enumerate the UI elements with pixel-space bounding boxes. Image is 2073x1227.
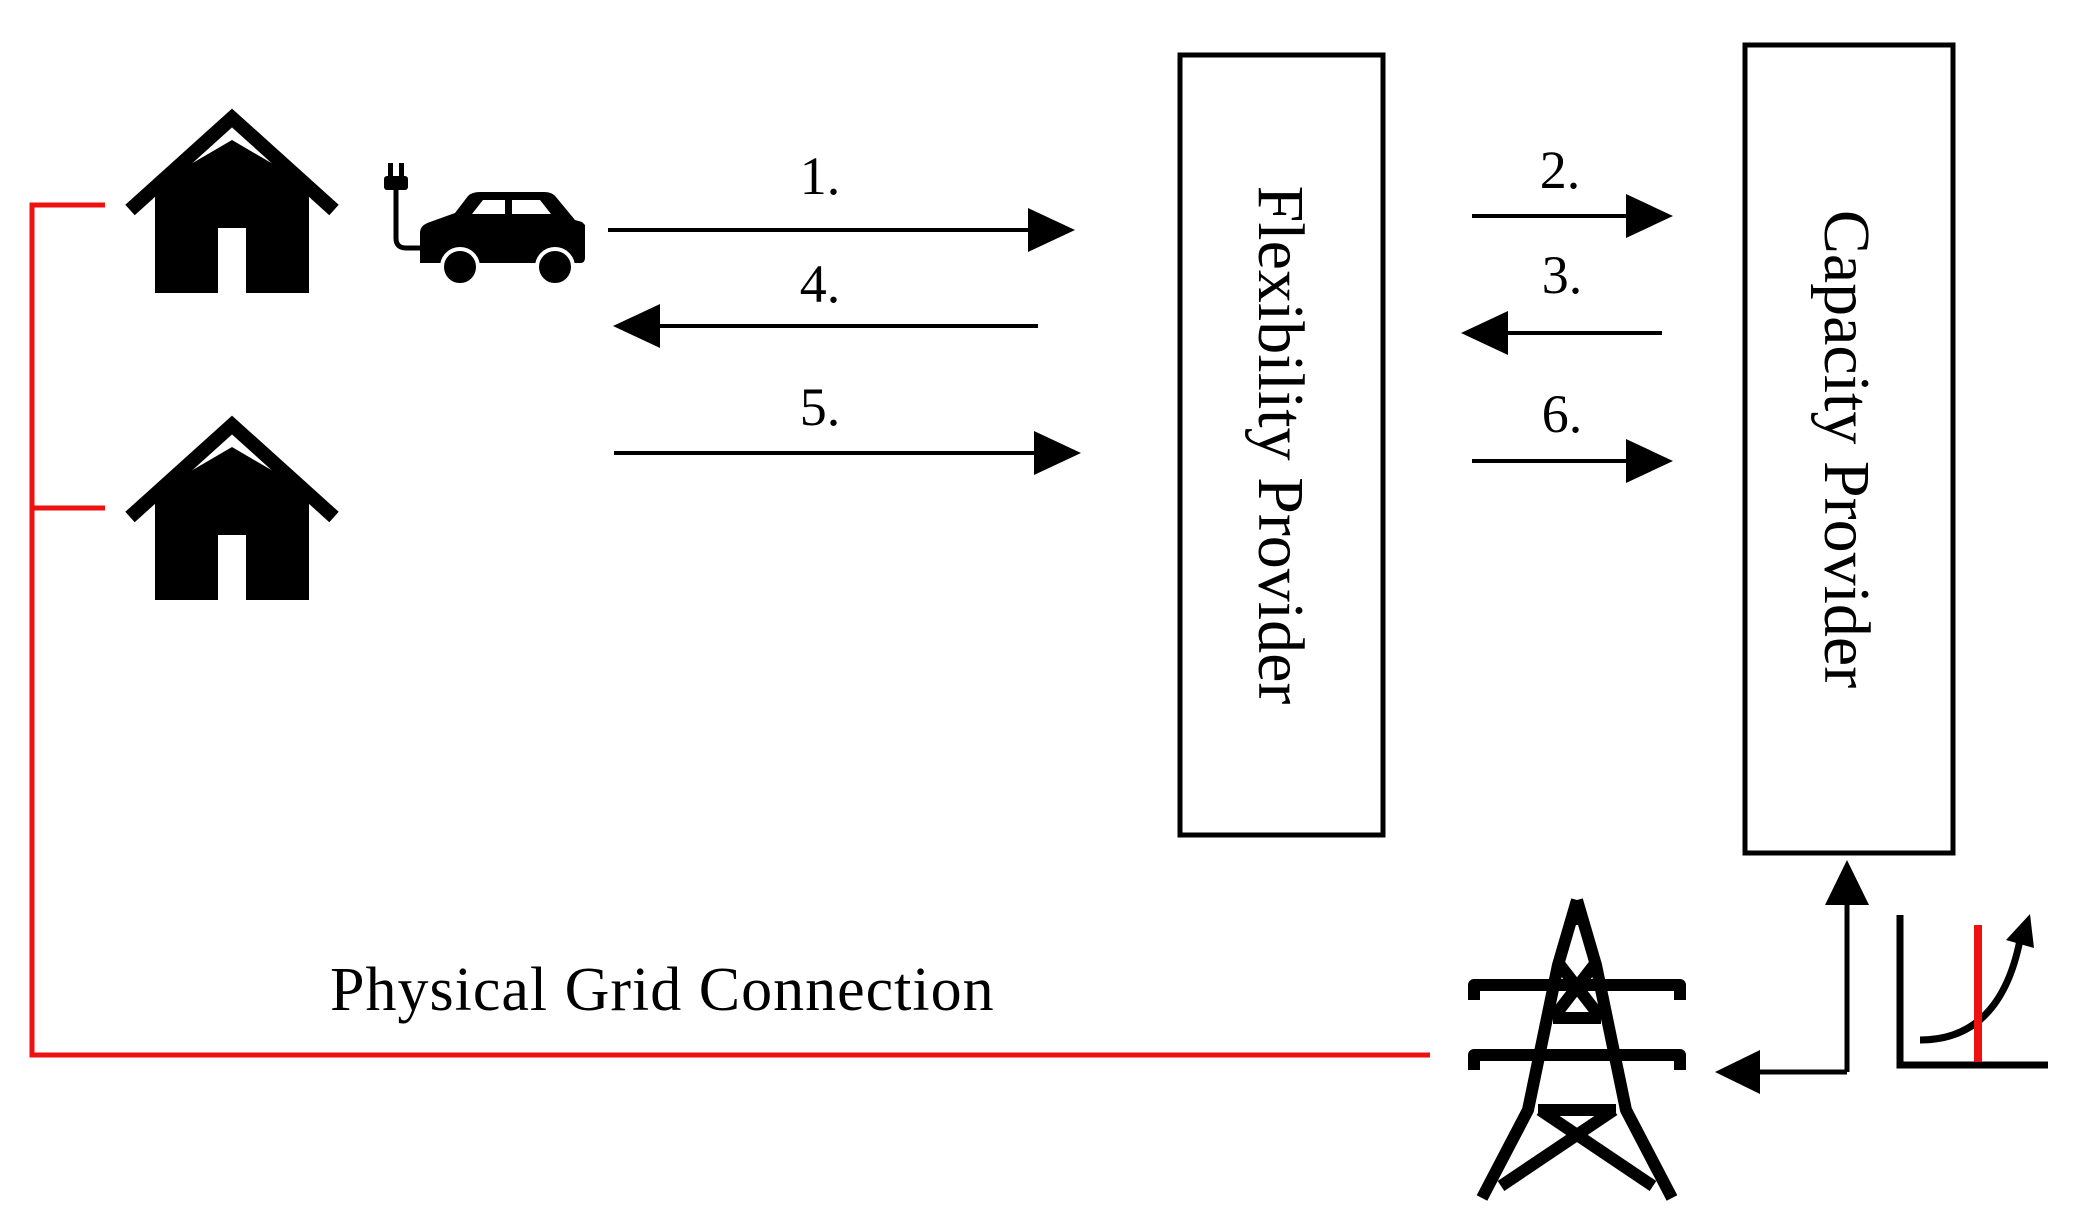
capacity-provider-box: Capacity Provider: [1742, 42, 1956, 856]
arrow-1: [608, 208, 1075, 252]
flexibility-provider-label: Flexibility Provider: [1244, 186, 1317, 705]
grid-connection-label: Physical Grid Connection: [330, 956, 995, 1024]
label-step-4: 4.: [800, 254, 841, 314]
transmission-tower-icon: [1468, 898, 1686, 1201]
label-step-6: 6.: [1542, 384, 1583, 444]
capacity-provider-label: Capacity Provider: [1810, 210, 1883, 688]
arrow-3: [1461, 311, 1662, 355]
tower-capacity-arrow: [1715, 860, 1869, 1094]
arrow-6: [1472, 439, 1673, 483]
flexibility-provider-box: Flexibility Provider: [1177, 52, 1386, 838]
arrow-2: [1472, 194, 1673, 238]
label-step-5: 5.: [800, 377, 841, 437]
label-step-3: 3.: [1542, 245, 1583, 305]
label-step-1: 1.: [800, 146, 841, 206]
label-step-2: 2.: [1540, 140, 1581, 200]
rising-curve-chart-icon: [1896, 914, 2048, 1069]
grid-connection-line: [29, 202, 1430, 1058]
arrow-4: [613, 304, 1038, 348]
arrow-5: [614, 431, 1081, 475]
ev-charging-car-icon: [384, 163, 585, 287]
house-icon: [125, 415, 339, 600]
house-icon: [125, 108, 339, 293]
